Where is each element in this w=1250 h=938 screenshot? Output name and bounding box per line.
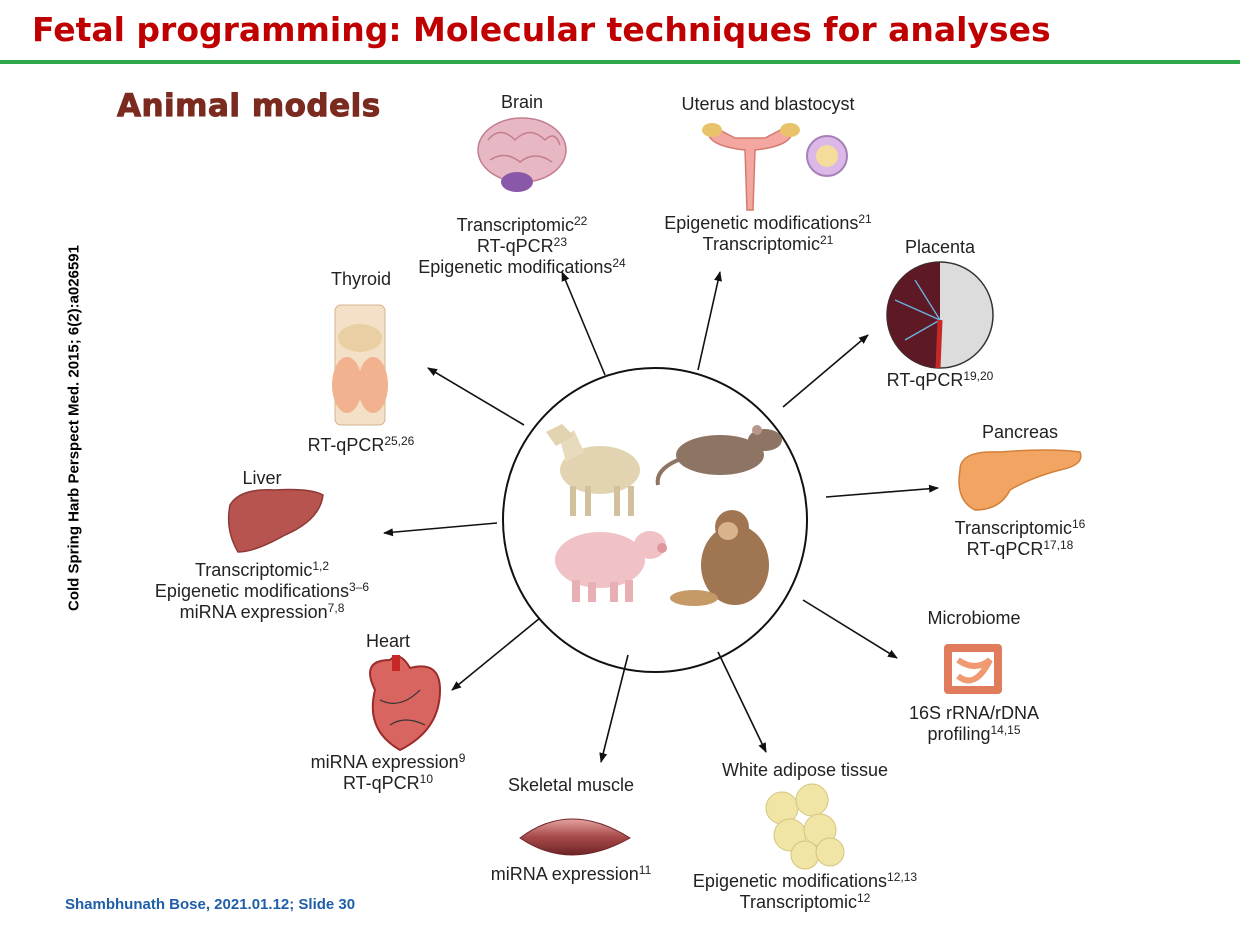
arrow-to-pancreas	[825, 484, 939, 498]
reference-sup: 14,15	[990, 723, 1021, 737]
reference-sup: 25,26	[384, 434, 415, 448]
reference-sup: 1,2	[312, 559, 330, 573]
technique-text: RT-qPCR	[307, 435, 385, 455]
reference-sup: 9	[458, 751, 466, 765]
pancreas-icon	[958, 449, 1082, 511]
technique-text: Transcriptomic	[954, 518, 1072, 538]
arrow-to-heart	[451, 617, 541, 691]
arrow-to-brain	[561, 271, 606, 376]
intestine-icon	[944, 644, 1002, 694]
muscle-icon	[519, 818, 631, 856]
technique-text: RT-qPCR	[476, 236, 554, 256]
reference-sup: 24	[612, 256, 626, 270]
reference-sup: 22	[574, 214, 588, 228]
organ-uterus: Uterus and blastocyst Epigenetic modific…	[664, 94, 871, 255]
technique-text: Epigenetic modifications	[418, 257, 613, 277]
animal-models-circle	[502, 367, 808, 673]
heart-icon	[369, 655, 442, 752]
slide-footer: Shambhunath Bose, 2021.01.12; Slide 30	[65, 896, 356, 913]
technique-text: Epigenetic modifications	[154, 581, 350, 601]
organ-liver: Liver Transcriptomic1,2 Epigenetic modif…	[155, 468, 369, 623]
organ-pancreas: Pancreas Transcriptomic16 RT-qPCR17,18	[955, 422, 1086, 560]
technique-text: Transcriptomic	[194, 560, 313, 580]
reference-sup: 7,8	[327, 601, 345, 615]
organ-heart: Heart miRNA expression9 RT-qPCR10	[311, 631, 466, 794]
organ-placenta: Placenta RT-qPCR19,20	[887, 237, 994, 391]
technique-text: Transcriptomic	[456, 215, 574, 235]
organ-name: Pancreas	[981, 422, 1059, 442]
reference-sup: 12,13	[887, 870, 918, 884]
technique-text: RT-qPCR	[886, 370, 964, 390]
adipose-icon	[765, 783, 845, 870]
organ-microbiome: Microbiome 16S rRNA/rDNA profiling14,15	[909, 608, 1039, 745]
pig-icon	[555, 531, 667, 602]
reference-sup: 21	[820, 233, 834, 247]
technique-text: miRNA expression	[490, 864, 639, 884]
organ-muscle: Skeletal muscle miRNA expression11	[491, 775, 652, 885]
technique-text: profiling	[927, 724, 991, 744]
technique-text: Epigenetic modifications	[692, 871, 888, 891]
organ-name: White adipose tissue	[721, 760, 889, 780]
reference-sup: 19,20	[963, 369, 994, 383]
placenta-icon	[886, 261, 994, 369]
organ-brain: Brain Transcriptomic22 RT-qPCR23 Epigene…	[418, 92, 625, 278]
monkey-icon	[670, 510, 769, 606]
arrow-to-thyroid	[427, 367, 525, 426]
organ-name: Uterus and blastocyst	[681, 94, 855, 114]
arrow-to-placenta	[782, 334, 869, 408]
technique-text: miRNA expression	[310, 752, 459, 772]
organ-name: Brain	[500, 92, 544, 112]
title-underline	[0, 60, 1240, 64]
reference-sup: 3–6	[349, 580, 370, 594]
organ-name: Skeletal muscle	[507, 775, 635, 795]
slide-subtitle: Animal models	[117, 88, 381, 125]
arrow-to-liver	[383, 522, 498, 537]
organ-name: Thyroid	[330, 269, 392, 289]
arrow-to-uterus	[697, 271, 722, 371]
arrow-to-adipose	[717, 651, 767, 753]
technique-text: Transcriptomic	[739, 892, 857, 912]
slide-title: Fetal programming: Molecular techniques …	[32, 10, 1051, 49]
reference-sup: 11	[638, 863, 652, 877]
reference-sup: 16	[1072, 517, 1086, 531]
reference-sup: 21	[858, 212, 872, 226]
brain-icon	[477, 117, 567, 192]
goat-icon	[546, 424, 640, 516]
technique-text: RT-qPCR	[966, 539, 1044, 559]
liver-icon	[227, 488, 324, 553]
reference-sup: 12	[856, 891, 871, 905]
organ-name: Microbiome	[927, 608, 1021, 628]
reference-sup: 23	[553, 235, 568, 249]
organ-adipose: White adipose tissue Epigenetic modifica…	[693, 760, 917, 913]
technique-text: RT-qPCR	[342, 773, 420, 793]
reference-sup: 10	[419, 772, 434, 786]
thyroid-icon	[332, 304, 388, 426]
technique-text: 16S rRNA/rDNA	[908, 703, 1040, 723]
technique-text: miRNA expression	[179, 602, 328, 622]
arrow-to-microbiome	[802, 599, 898, 659]
reference-sup: 17,18	[1043, 538, 1074, 552]
rat-icon	[655, 425, 782, 486]
organ-name: Heart	[365, 631, 410, 651]
uterus-icon	[702, 123, 848, 211]
organ-name: Placenta	[904, 237, 976, 257]
organ-thyroid: Thyroid RT-qPCR25,26	[308, 269, 415, 456]
arrow-to-muscle	[599, 654, 629, 763]
technique-text: Transcriptomic	[702, 234, 820, 254]
technique-text: Epigenetic modifications	[664, 213, 859, 233]
organ-name: Liver	[242, 468, 282, 488]
